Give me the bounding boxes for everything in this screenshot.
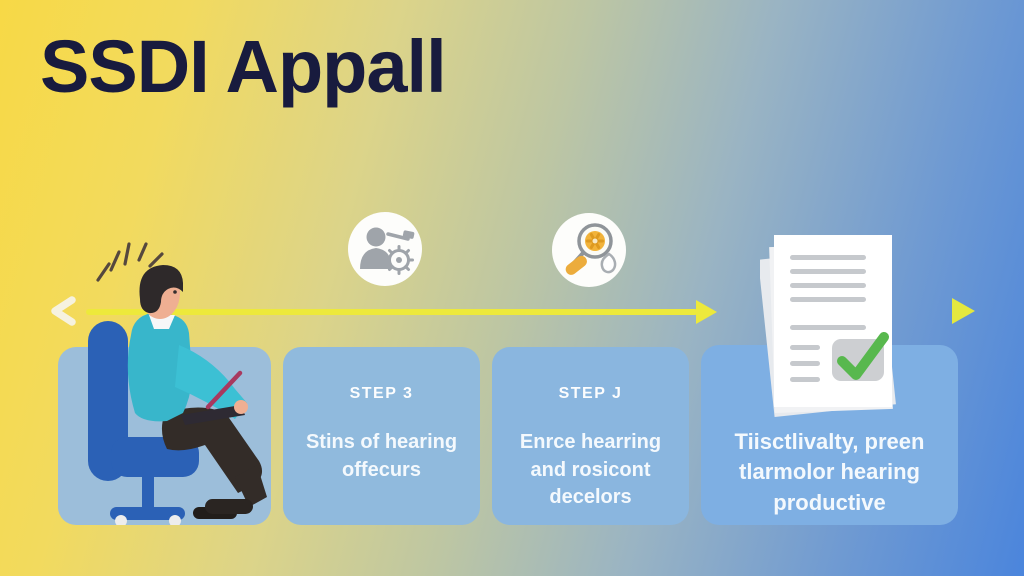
step-label: STEP J [558, 385, 623, 402]
step-body: Tiisctlivalty, preen tlarmolor hearing p… [734, 429, 925, 515]
laptop-icon [181, 370, 245, 425]
sweater-arm [175, 345, 247, 419]
step-body: Stins of hearing offecurs [305, 431, 458, 481]
person-waiting-in-chair-illustration [88, 265, 267, 525]
magnifier-review-icon [552, 213, 626, 287]
step-body: Enrce hearring and rosicont decelors [519, 431, 662, 509]
sweater-torso [127, 313, 192, 422]
stress-lines-icon [96, 242, 164, 282]
approved-document-icon [760, 235, 896, 417]
timeline-left-chevron-icon [51, 296, 76, 326]
checkmark-icon [837, 332, 889, 380]
person-legs [161, 407, 267, 519]
timeline-arrowhead-icon [696, 300, 717, 324]
person-head [139, 265, 183, 329]
step-card-2: STEP 3 Stins of hearing offecurs [283, 347, 480, 525]
page-title: SSDI Appall [40, 25, 447, 108]
timeline-right-triangle-icon [952, 298, 975, 324]
step-card-3: STEP J Enrce hearring and rosicont decel… [492, 347, 689, 525]
hearing-officer-icon [348, 212, 422, 286]
person-gavel-gear-glyph [360, 227, 415, 275]
timeline-arrow-line [86, 309, 698, 315]
step-label: STEP 3 [349, 385, 414, 402]
hand [234, 400, 248, 414]
office-chair [88, 321, 199, 525]
magnifying-glass-glyph [565, 223, 617, 275]
